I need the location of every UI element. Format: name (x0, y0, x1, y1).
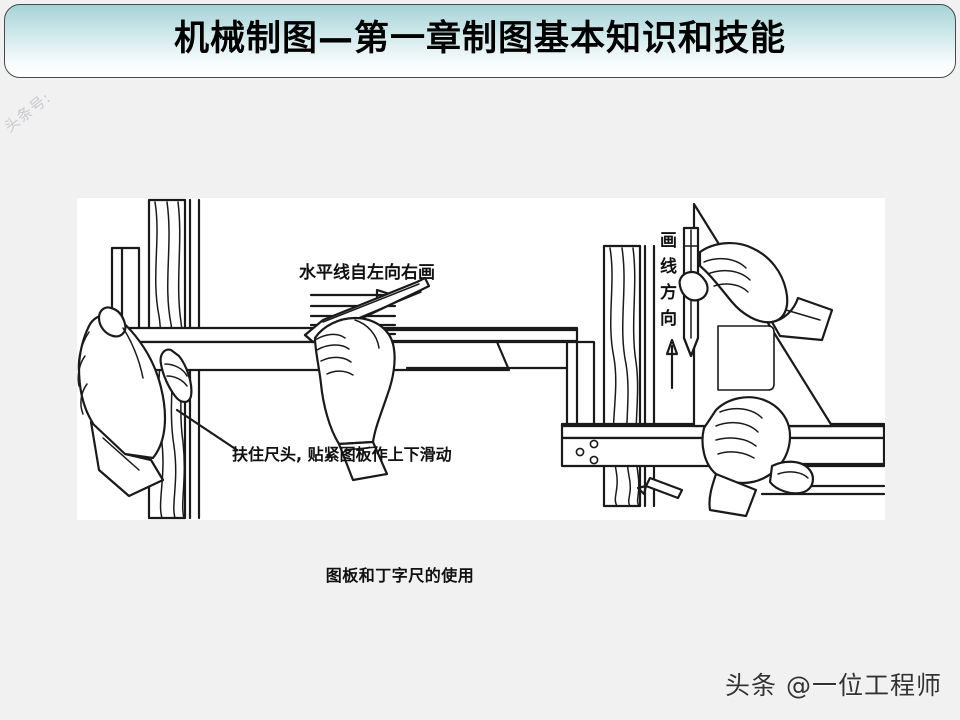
drawing-board-illustration: .ln { fill:none; stroke:#1a1a1a; stroke-… (77, 198, 885, 520)
watermark-top-left-text: 头条号: (0, 88, 55, 136)
figure-caption: 图板和丁字尺的使用 (0, 562, 880, 586)
holding-hand-left-panel (77, 306, 193, 498)
figure-caption-text: 图板和丁字尺的使用 (325, 566, 475, 585)
right-annotation-vertical: 画 线 方 向 (660, 231, 677, 329)
left-annotation-bottom: 扶住尺头, 贴紧图板作上下滑动 (232, 445, 452, 464)
right-illustration: 画 线 方 向 (560, 202, 885, 518)
page-title: 机械制图—第一章制图基本知识和技能 (173, 18, 786, 59)
upper-hand-right-panel (678, 242, 834, 342)
left-illustration: 水平线自左向右画 (77, 198, 579, 520)
svg-text:向: 向 (660, 308, 677, 329)
drawing-hand-right-left-panel (303, 276, 431, 482)
leader-line-left (175, 408, 239, 452)
left-annotation-top: 水平线自左向右画 (299, 262, 435, 283)
watermark-top-left: 头条号: (1, 89, 122, 156)
figure-image: .ln { fill:none; stroke:#1a1a1a; stroke-… (77, 198, 885, 520)
spare-pencil-bottom-right (636, 476, 684, 500)
direction-arrow-right (665, 338, 679, 390)
svg-text:方: 方 (660, 282, 677, 303)
svg-text:画: 画 (660, 231, 677, 251)
slide-title-banner: 机械制图—第一章制图基本知识和技能 (4, 4, 956, 78)
svg-text:线: 线 (660, 256, 677, 277)
watermark-bottom-right: 头条 @一位工程师 (725, 671, 942, 700)
lower-hand-right-panel (701, 396, 814, 518)
t-square-head-right (565, 340, 596, 428)
